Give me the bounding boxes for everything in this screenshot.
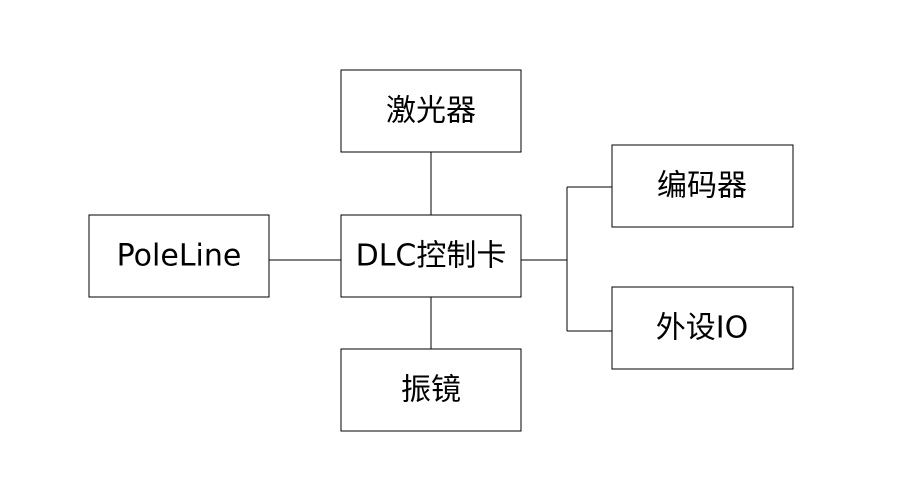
node-galvo-label: 振镜 (401, 373, 461, 408)
node-encoder: 编码器 (611, 144, 794, 228)
node-poleline: PoleLine (88, 214, 270, 298)
node-peripheral-io-box (611, 286, 794, 370)
node-peripheral-io-label: 外设IO (656, 311, 748, 346)
node-poleline-label: PoleLine (117, 239, 242, 274)
node-peripheral-io: 外设IO (611, 286, 794, 370)
node-galvo: 振镜 (340, 348, 522, 432)
connectors (269, 152, 612, 349)
node-controller-box (340, 214, 522, 298)
node-galvo-box (340, 348, 522, 432)
node-controller-label: DLC控制卡 (356, 239, 507, 274)
node-laser-label: 激光器 (386, 94, 476, 129)
node-controller: DLC控制卡 (340, 214, 522, 298)
node-laser: 激光器 (340, 69, 522, 153)
node-poleline-box (88, 214, 270, 298)
node-encoder-box (611, 144, 794, 228)
node-laser-box (340, 69, 522, 153)
node-encoder-label: 编码器 (657, 169, 747, 204)
